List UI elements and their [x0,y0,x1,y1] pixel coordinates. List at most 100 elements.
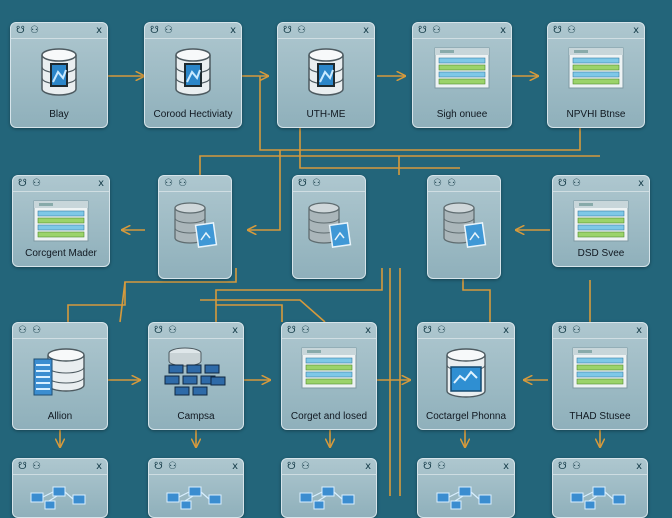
node-card[interactable]: ☋ ⚇ x Corood Hectiviaty [144,22,242,128]
node-card[interactable]: ☋ ⚇ x Coctargel Phonna [417,322,515,430]
card-titlebar[interactable]: ☋ ⚇ x [13,459,107,475]
titlebar-glyphs-icon: ☋ ⚇ [18,178,43,189]
card-titlebar[interactable]: ☋ ⚇ x [11,23,107,39]
list-panel-icon [301,347,357,394]
close-icon[interactable]: x [636,461,642,472]
close-icon[interactable]: x [96,25,102,36]
titlebar-glyphs-icon: ☋ ⚇ [558,178,583,189]
node-card[interactable]: ⚇ ⚇ Allion [12,322,108,430]
network-icon [567,483,633,516]
database-icon [306,47,346,102]
node-card[interactable]: ☋ ⚇ x Corget and losed [281,322,377,430]
close-icon[interactable]: x [232,461,238,472]
card-titlebar[interactable]: ☋ ⚇x [418,459,514,475]
card-titlebar[interactable]: ☋ ⚇ x [553,176,649,192]
titlebar-glyphs-icon: ☋ ⚇ [558,461,583,472]
titlebar-glyphs-icon: ☋ ⚇ [558,325,583,336]
node-label: THAD Stusee [569,411,631,422]
node-label: Coctargel Phonna [425,411,507,422]
node-card[interactable]: ☋ ⚇x Sigh onuee [412,22,512,128]
close-icon[interactable]: x [232,325,238,336]
list-panel-icon [572,347,628,394]
node-label: Corget and losed [290,411,368,422]
card-titlebar[interactable]: ☋ ⚇ x [282,323,376,339]
card-titlebar[interactable]: ⚇ ⚇ [428,176,500,192]
card-titlebar[interactable]: ☋ ⚇ x [13,176,109,192]
database-doc-icon [171,200,219,257]
node-label: NPVHI Btnse [566,109,626,120]
titlebar-glyphs-icon: ☋ ⚇ [298,178,323,189]
titlebar-glyphs-icon: ☋ ⚇ [287,461,312,472]
node-label: Blay [49,109,69,120]
card-titlebar[interactable]: ☋ ⚇x [413,23,511,39]
close-icon[interactable]: x [633,25,639,36]
close-icon[interactable]: x [503,325,509,336]
titlebar-glyphs-icon: ☋ ⚇ [16,25,41,36]
node-card[interactable]: ☋ ⚇x [148,458,244,518]
node-card[interactable]: ☋ ⚇ x THAD Stusee [552,322,648,430]
node-label: UTH-ME [306,109,346,120]
titlebar-glyphs-icon: ☋ ⚇ [150,25,175,36]
titlebar-glyphs-icon: ⚇ ⚇ [18,325,43,336]
titlebar-glyphs-icon: ☋ ⚇ [553,25,578,36]
node-label: DSD Svee [577,248,625,259]
close-icon[interactable]: x [363,25,369,36]
card-titlebar[interactable]: ☋ ⚇ x [282,459,376,475]
node-label: Sigh onuee [436,109,488,120]
card-titlebar[interactable]: ☋ ⚇ [293,176,365,192]
node-label: Allion [47,411,73,422]
connector-lines [0,0,672,496]
card-titlebar[interactable]: ☋ ⚇ x [418,323,514,339]
network-icon [27,483,93,516]
close-icon[interactable]: x [636,325,642,336]
card-titlebar[interactable]: ☋ ⚇x [278,23,374,39]
card-titlebar[interactable]: ☋ ⚇ x [548,23,644,39]
database-grid-icon [32,347,88,402]
close-icon[interactable]: x [365,325,371,336]
close-icon[interactable]: x [230,25,236,36]
close-icon[interactable]: x [365,461,371,472]
network-icon [296,483,362,516]
node-card[interactable]: ☋ ⚇x Campsa [148,322,244,430]
node-card[interactable]: ☋ ⚇x [417,458,515,518]
node-card[interactable]: ⚇ ⚇ [427,175,501,279]
node-label: Corcgent Mader [25,248,97,259]
node-card[interactable]: ☋ ⚇ x NPVHI Btnse [547,22,645,128]
card-titlebar[interactable]: ☋ ⚇ x [553,459,647,475]
close-icon[interactable]: x [96,461,102,472]
database-icon [173,47,213,102]
node-card[interactable]: ☋ ⚇ x [12,458,108,518]
node-card[interactable]: ☋ ⚇ [292,175,366,279]
card-titlebar[interactable]: ⚇ ⚇ [13,323,107,339]
network-icon [163,483,229,516]
close-icon[interactable]: x [503,461,509,472]
database-icon [39,47,79,102]
node-card[interactable]: ☋ ⚇ x [281,458,377,518]
list-panel-icon [33,200,89,247]
node-card[interactable]: ☋ ⚇ x [552,458,648,518]
node-card[interactable]: ⚇ ⚇ [158,175,232,279]
card-titlebar[interactable]: ☋ ⚇x [149,459,243,475]
node-label: Corood Hectiviaty [153,109,233,120]
card-titlebar[interactable]: ☋ ⚇ x [145,23,241,39]
titlebar-glyphs-icon: ☋ ⚇ [423,325,448,336]
titlebar-glyphs-icon: ⚇ ⚇ [433,178,458,189]
database-doc-icon [305,200,353,257]
card-titlebar[interactable]: ⚇ ⚇ [159,176,231,192]
server-cluster-icon [163,347,229,402]
card-titlebar[interactable]: ☋ ⚇ x [553,323,647,339]
card-titlebar[interactable]: ☋ ⚇x [149,323,243,339]
close-icon[interactable]: x [98,178,104,189]
close-icon[interactable]: x [500,25,506,36]
node-card[interactable]: ☋ ⚇ x Blay [10,22,108,128]
database-doc-icon [440,200,488,257]
node-card[interactable]: ☋ ⚇ x Corcgent Mader [12,175,110,267]
node-label: Campsa [177,411,215,422]
titlebar-glyphs-icon: ☋ ⚇ [287,325,312,336]
close-icon[interactable]: x [638,178,644,189]
titlebar-glyphs-icon: ⚇ ⚇ [164,178,189,189]
titlebar-glyphs-icon: ☋ ⚇ [18,461,43,472]
node-card[interactable]: ☋ ⚇x UTH-ME [277,22,375,128]
node-card[interactable]: ☋ ⚇ x DSD Svee [552,175,650,267]
list-panel-icon [568,47,624,94]
